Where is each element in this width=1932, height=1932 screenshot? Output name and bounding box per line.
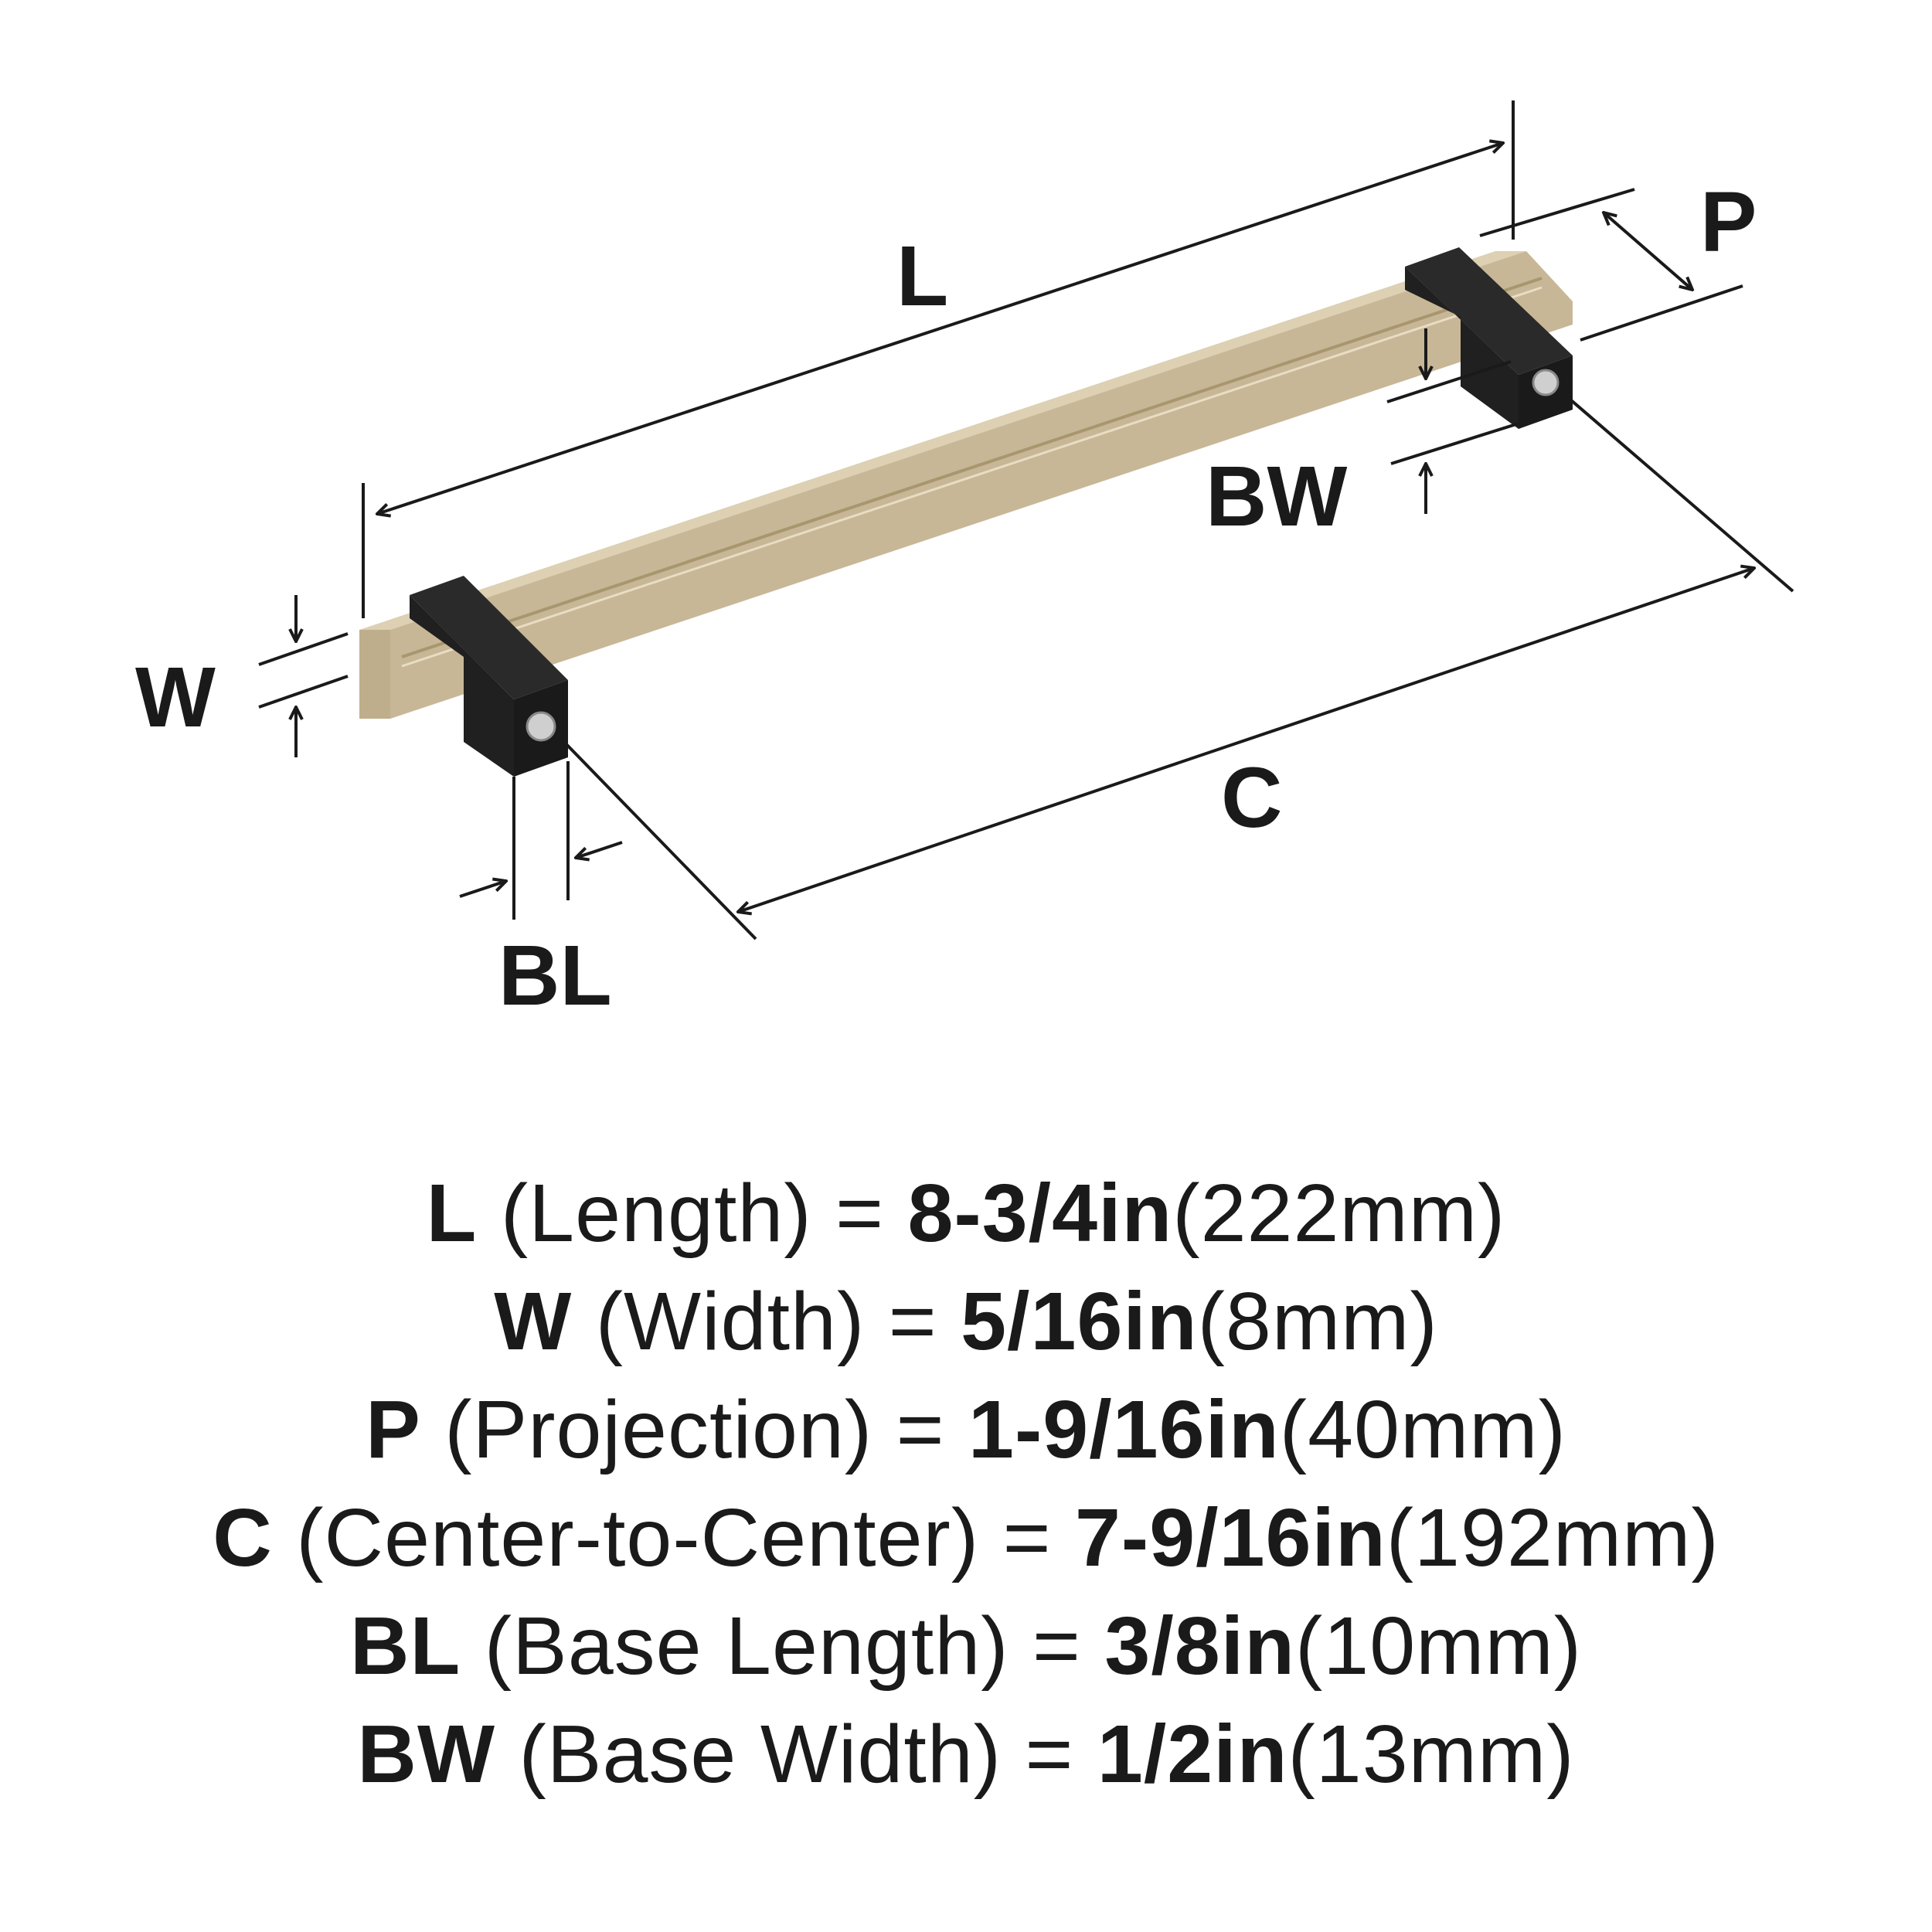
dimension-width: W [135, 595, 349, 757]
left-base [410, 576, 568, 777]
spec-imperial-value: 1/2in [1097, 1709, 1288, 1800]
spec-row: C (Center-to-Center) = 7-9/16in(192mm) [0, 1484, 1932, 1592]
spec-code: P [366, 1384, 421, 1475]
spec-description: (Base Length) [484, 1600, 1009, 1692]
spec-row: P (Projection) = 1-9/16in(40mm) [0, 1376, 1932, 1484]
spec-metric-value: (8mm) [1197, 1276, 1438, 1367]
spec-code: C [213, 1492, 273, 1583]
spec-imperial-value: 7-9/16in [1074, 1492, 1386, 1583]
specifications-list: L (Length) = 8-3/4in(222mm)W (Width) = 5… [0, 1159, 1932, 1808]
bar-front-face [359, 630, 390, 719]
spec-equals: = [835, 1168, 885, 1259]
spec-metric-value: (40mm) [1279, 1384, 1566, 1475]
dimension-projection: P [1479, 175, 1757, 342]
spec-imperial-value: 3/8in [1104, 1600, 1295, 1692]
left-screw-icon [526, 711, 556, 742]
spec-row: BL (Base Length) = 3/8in(10mm) [0, 1592, 1932, 1700]
spec-description: (Base Width) [519, 1709, 1002, 1800]
spec-code: BW [357, 1709, 496, 1800]
spec-row: W (Width) = 5/16in(8mm) [0, 1267, 1932, 1376]
spec-equals: = [896, 1384, 945, 1475]
handle-dimension-diagram: L P BW W BL C [135, 100, 1794, 1023]
dimension-length: L [362, 100, 1515, 618]
spec-equals: = [1032, 1600, 1081, 1692]
spec-description: (Length) [500, 1168, 812, 1259]
label-BW: BW [1206, 449, 1347, 544]
label-P: P [1700, 175, 1757, 270]
spec-equals: = [1025, 1709, 1074, 1800]
label-W: W [135, 650, 216, 745]
spec-description: (Projection) [444, 1384, 873, 1475]
spec-imperial-value: 8-3/4in [907, 1168, 1173, 1259]
dimension-base-width: BW [1206, 328, 1519, 544]
spec-code: W [494, 1276, 573, 1367]
spec-description: (Width) [595, 1276, 866, 1367]
spec-code: BL [349, 1600, 461, 1692]
bar-groove [401, 277, 1543, 658]
spec-imperial-value: 5/16in [961, 1276, 1198, 1367]
bar-highlight [401, 286, 1543, 668]
spec-metric-value: (13mm) [1287, 1709, 1575, 1800]
dimension-center-to-center: C [559, 389, 1794, 940]
spec-equals: = [1002, 1492, 1052, 1583]
spec-code: L [426, 1168, 478, 1259]
spec-metric-value: (192mm) [1386, 1492, 1719, 1583]
spec-imperial-value: 1-9/16in [968, 1384, 1280, 1475]
label-BL: BL [498, 928, 612, 1023]
dimension-base-length: BL [459, 761, 623, 1023]
spec-metric-value: (10mm) [1294, 1600, 1583, 1692]
bar-side-face [390, 251, 1573, 719]
spec-description: (Center-to-Center) [296, 1492, 980, 1583]
spec-row: L (Length) = 8-3/4in(222mm) [0, 1159, 1932, 1267]
right-screw-icon [1532, 369, 1560, 396]
spec-metric-value: (222mm) [1172, 1168, 1506, 1259]
spec-equals: = [888, 1276, 937, 1367]
spec-row: BW (Base Width) = 1/2in(13mm) [0, 1700, 1932, 1808]
label-L: L [896, 229, 948, 324]
label-C: C [1221, 750, 1282, 845]
